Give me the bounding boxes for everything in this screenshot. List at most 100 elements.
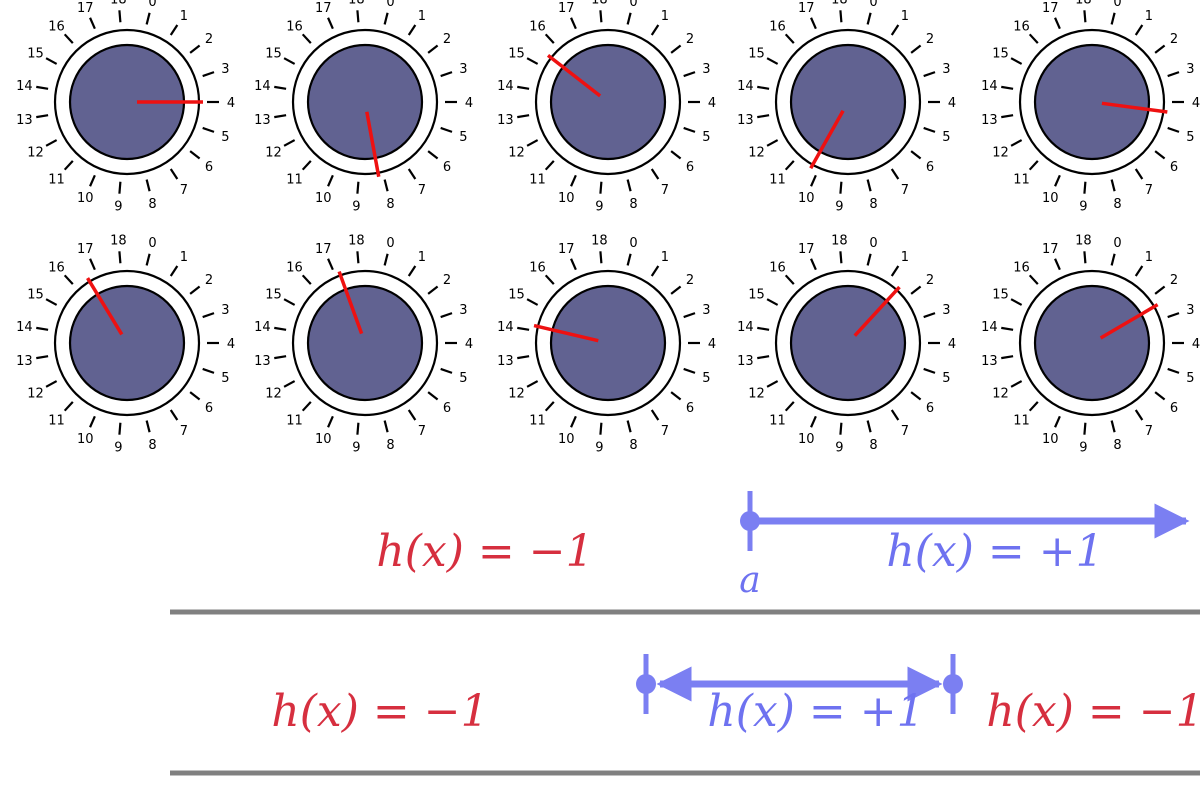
dial-tick	[683, 367, 696, 374]
dial-tick-label: 4	[948, 96, 956, 111]
dial-tick-label: 3	[702, 303, 710, 318]
dial-tick-label: 2	[205, 273, 213, 288]
dial-tick	[1054, 258, 1061, 271]
dial-tick-label: 14	[737, 79, 754, 94]
dial-tick-label: 4	[465, 337, 473, 352]
dial-tick	[283, 298, 296, 306]
dial-tick-label: 15	[748, 47, 765, 62]
dial-tick-label: 1	[418, 250, 426, 265]
dial-tick	[45, 57, 58, 65]
dial-tick	[383, 253, 389, 266]
dial-tick-label: 1	[1145, 250, 1153, 265]
dial-tick	[526, 298, 539, 306]
dial-tick-label: 2	[686, 273, 694, 288]
dial-tick	[89, 17, 96, 30]
interval-label-negative-right: h(x) = −1	[986, 686, 1200, 737]
dial-tick	[544, 160, 555, 171]
dial-tick	[599, 251, 603, 264]
dial-tick-label: 4	[708, 337, 716, 352]
dial-tick	[1167, 312, 1180, 319]
dial-tick-label: 7	[901, 424, 909, 439]
dial-tick	[283, 57, 296, 65]
dial-tick-label: 7	[661, 183, 669, 198]
dial-tick-label: 13	[254, 113, 271, 128]
dial-tick	[327, 415, 334, 428]
dial-tick	[890, 24, 900, 36]
dial-tick	[1134, 168, 1144, 180]
dial-tick-label: 3	[221, 303, 229, 318]
dial-tick-label: 12	[508, 145, 525, 160]
dial-tick	[839, 181, 843, 194]
dial-tick	[757, 326, 770, 331]
dial-tick	[784, 401, 795, 412]
dial-tick-label: 6	[926, 160, 934, 175]
dial-tick-label: 16	[529, 260, 546, 275]
dial-tick	[1010, 57, 1023, 65]
dial-tick-label: 18	[110, 233, 127, 248]
dial-tick-label: 5	[942, 371, 950, 386]
dial-tick	[650, 24, 660, 36]
dial-tick-label: 10	[798, 191, 815, 206]
dial-tick-label: 5	[942, 130, 950, 145]
dial-face	[789, 284, 907, 402]
dial-face	[549, 284, 667, 402]
dial-tick	[866, 179, 872, 192]
dial-pointer	[1099, 303, 1159, 340]
dial-tick	[356, 181, 360, 194]
dial-tick-label: 9	[352, 200, 360, 215]
dial-pointer	[86, 277, 124, 336]
dial-tick-label: 7	[661, 424, 669, 439]
dial-tick	[1134, 24, 1144, 36]
dial-tick	[910, 44, 922, 54]
dial-tick-label: 8	[629, 197, 637, 212]
dial-tick	[810, 174, 817, 187]
dial-tick-label: 13	[254, 354, 271, 369]
dial-tick	[1001, 114, 1014, 119]
dial-tick-label: 14	[981, 79, 998, 94]
dial-tick-label: 14	[254, 320, 271, 335]
dial-tick	[356, 422, 360, 435]
dial-tick-label: 16	[529, 19, 546, 34]
positive-ray-diagram: h(x) = −1 h(x) = +1 a	[170, 491, 1200, 615]
dial-tick	[1054, 174, 1061, 187]
dial-tick-label: 10	[558, 432, 575, 447]
dial-tick-label: 6	[205, 160, 213, 175]
dial-tick-label: 12	[27, 145, 44, 160]
dial-tick	[169, 265, 179, 277]
dial-tick	[866, 420, 872, 433]
dial-tick-label: 2	[686, 32, 694, 47]
threshold-label-a: a	[739, 560, 760, 601]
dial-tick	[1001, 355, 1014, 360]
dial-tick	[890, 168, 900, 180]
dial-tick	[1154, 391, 1166, 401]
dial-tick	[544, 401, 555, 412]
dial-tick-label: 12	[265, 145, 282, 160]
dial-tick-label: 8	[1113, 438, 1121, 453]
dial-tick-label: 6	[686, 401, 694, 416]
dial-tick-label: 15	[265, 47, 282, 62]
dial-tick-label: 2	[926, 32, 934, 47]
dial-tick	[650, 265, 660, 277]
dial-tick	[407, 24, 417, 36]
dial-tick	[923, 126, 936, 133]
dial-tick	[784, 160, 795, 171]
dial-tick-label: 9	[835, 200, 843, 215]
dial-tick-label: 1	[180, 9, 188, 24]
dial-tick-label: 8	[386, 197, 394, 212]
dial-tick-label: 17	[798, 242, 815, 257]
dial-tick-label: 10	[1042, 432, 1059, 447]
dial-tick-label: 12	[992, 386, 1009, 401]
dial-tick-label: 6	[205, 401, 213, 416]
dial-tick-label: 4	[465, 96, 473, 111]
dial-tick-label: 18	[831, 0, 848, 7]
dial-tick-label: 9	[114, 200, 122, 215]
dial-tick-label: 10	[798, 432, 815, 447]
dial-tick	[544, 33, 555, 44]
dial-tick-label: 17	[315, 242, 332, 257]
dial-tick	[810, 258, 817, 271]
dial-tick-label: 18	[348, 0, 365, 7]
dial-tick-label: 5	[1186, 371, 1194, 386]
